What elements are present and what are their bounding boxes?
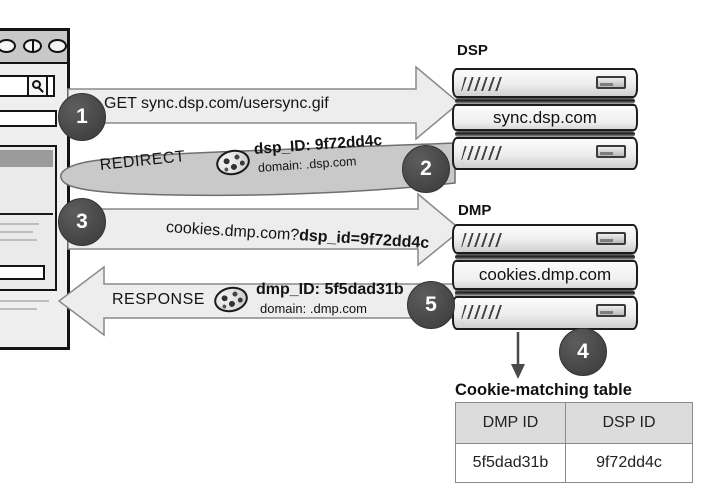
search-icon-handle — [38, 87, 44, 93]
server-separator — [455, 254, 635, 260]
dmp-server-stack: cookies.dmp.com — [452, 224, 638, 330]
dsp-server-stack: sync.dsp.com — [452, 68, 638, 170]
response-label: RESPONSE — [112, 291, 205, 308]
redirect-label: REDIRECT — [99, 148, 187, 174]
get-request-label: GET sync.dsp.com/usersync.gif — [104, 95, 329, 112]
dsp-hostname: sync.dsp.com — [452, 104, 638, 131]
browser-search-button — [27, 75, 48, 97]
match-request-param: dsp_id=9f72dd4c — [298, 227, 430, 253]
browser-window — [0, 28, 70, 350]
server-separator — [455, 290, 635, 296]
table-row: 5f5dad31b 9f72dd4c — [455, 443, 693, 483]
window-button-icon — [0, 39, 16, 53]
placeholder-text-line — [0, 231, 33, 233]
server-vents-icon — [461, 305, 503, 319]
panel-divider — [0, 213, 53, 215]
step-1-badge: 1 — [58, 93, 106, 141]
cookie-icon — [211, 283, 251, 316]
server-vents-icon — [461, 146, 503, 160]
placeholder-text-line — [0, 223, 39, 225]
match-request-url: cookies.dmp.com? — [165, 219, 300, 245]
panel-header-bar — [0, 150, 53, 167]
match-request-label: cookies.dmp.com?dsp_id=9f72dd4c — [165, 219, 430, 253]
step-4-badge: 4 — [559, 328, 607, 376]
cookie-icon — [213, 146, 253, 179]
server-drive-icon — [596, 304, 626, 317]
server-unit — [452, 68, 638, 98]
window-button-icon — [48, 39, 67, 53]
server-separator — [455, 131, 635, 137]
server-drive-icon — [596, 76, 626, 89]
cell-dsp-id: 9f72dd4c — [565, 443, 693, 483]
header-dsp-id: DSP ID — [565, 402, 693, 444]
step-5-badge: 5 — [407, 281, 455, 329]
server-unit — [452, 137, 638, 170]
server-unit — [452, 296, 638, 330]
cell-dmp-id: 5f5dad31b — [455, 443, 566, 483]
step-2-badge: 2 — [402, 145, 450, 193]
table-header-row: DMP ID DSP ID — [455, 402, 693, 444]
window-button-line — [31, 40, 34, 52]
placeholder-text-line — [0, 300, 49, 302]
dmp-title: DMP — [458, 202, 492, 219]
browser-titlebar — [0, 31, 67, 64]
dsp-cookie-id-label: dsp_ID: 9f72dd4c — [253, 132, 383, 158]
browser-content-panel — [0, 145, 57, 291]
panel-input-box — [0, 265, 45, 280]
cookie-matching-table: DMP ID DSP ID 5f5dad31b 9f72dd4c — [455, 402, 693, 483]
browser-address-bar — [0, 110, 57, 127]
header-dmp-id: DMP ID — [455, 402, 566, 444]
dmp-cookie-id-label: dmp_ID: 5f5dad31b — [256, 281, 404, 298]
placeholder-text-line — [0, 239, 37, 241]
dmp-hostname: cookies.dmp.com — [452, 260, 638, 290]
server-vents-icon — [461, 233, 503, 247]
dmp-cookie-domain-label: domain: .dmp.com — [260, 301, 367, 316]
server-unit — [452, 224, 638, 254]
server-drive-icon — [596, 145, 626, 158]
down-arrow-head-icon — [511, 364, 525, 379]
step-3-badge: 3 — [58, 198, 106, 246]
placeholder-text-line — [0, 308, 37, 310]
server-separator — [455, 98, 635, 104]
server-drive-icon — [596, 232, 626, 245]
search-icon — [32, 80, 41, 89]
matching-table-title: Cookie-matching table — [455, 381, 632, 399]
server-vents-icon — [461, 77, 503, 91]
dsp-title: DSP — [457, 42, 488, 59]
window-button-icon — [23, 39, 42, 53]
